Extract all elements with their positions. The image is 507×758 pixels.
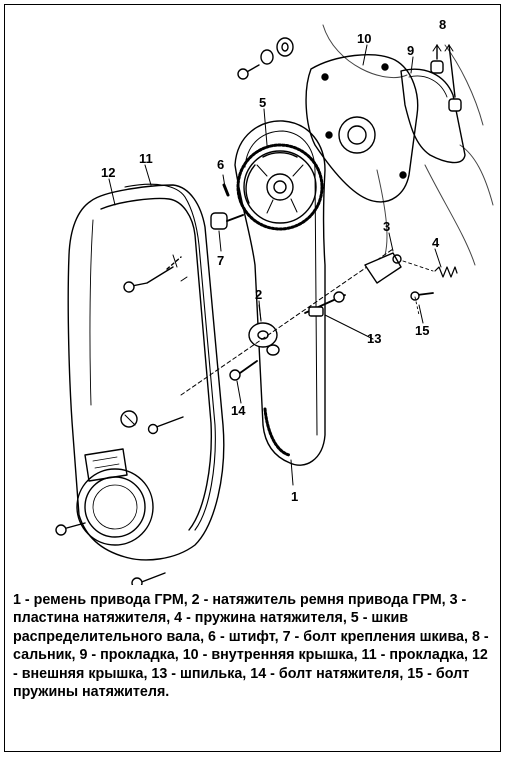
- top-bolt-and-washers: [237, 37, 294, 80]
- outer-cover-bolts: [55, 256, 184, 585]
- label-12: 12: [101, 165, 115, 180]
- figure-caption: 1 - ремень привода ГРМ, 2 - натяжитель р…: [13, 592, 489, 701]
- label-10: 10: [357, 31, 371, 46]
- label-14: 14: [231, 403, 246, 418]
- camshaft-sprocket: [236, 143, 324, 231]
- timing-belt: [234, 120, 326, 466]
- label-15: 15: [415, 323, 429, 338]
- inner-cover-gasket: [400, 68, 466, 164]
- outer-cover: [67, 184, 225, 561]
- tensioner-stud: [180, 248, 394, 396]
- label-8: 8: [439, 17, 446, 32]
- inner-cover: [305, 54, 419, 203]
- callout-leaders: [108, 44, 442, 486]
- label-6: 6: [217, 157, 224, 172]
- spring-bolt: [410, 291, 434, 316]
- label-13: 13: [367, 331, 381, 346]
- sprocket-bolt: [210, 212, 244, 230]
- label-9: 9: [407, 43, 414, 58]
- engine-contour-lines: [322, 24, 494, 266]
- label-5: 5: [259, 95, 266, 110]
- outer-cover-gasket: [124, 183, 216, 531]
- label-4: 4: [432, 235, 440, 250]
- label-2: 2: [255, 287, 262, 302]
- oil-seals: [430, 44, 462, 112]
- timing-belt-exploded-diagram: 1 2 3 4 5 6 7 8 9 10 11 12 13 14 15: [55, 17, 494, 585]
- tensioner-bolt: [229, 360, 258, 381]
- label-3: 3: [383, 219, 390, 234]
- label-11: 11: [139, 151, 153, 166]
- label-7: 7: [217, 253, 224, 268]
- tensioner-plate: [333, 252, 402, 303]
- tensioner-spring: [402, 260, 458, 278]
- figure-frame: 1 2 3 4 5 6 7 8 9 10 11 12 13 14 15 1 - …: [4, 4, 501, 752]
- belt-tensioner: [248, 304, 280, 356]
- label-1: 1: [291, 489, 298, 504]
